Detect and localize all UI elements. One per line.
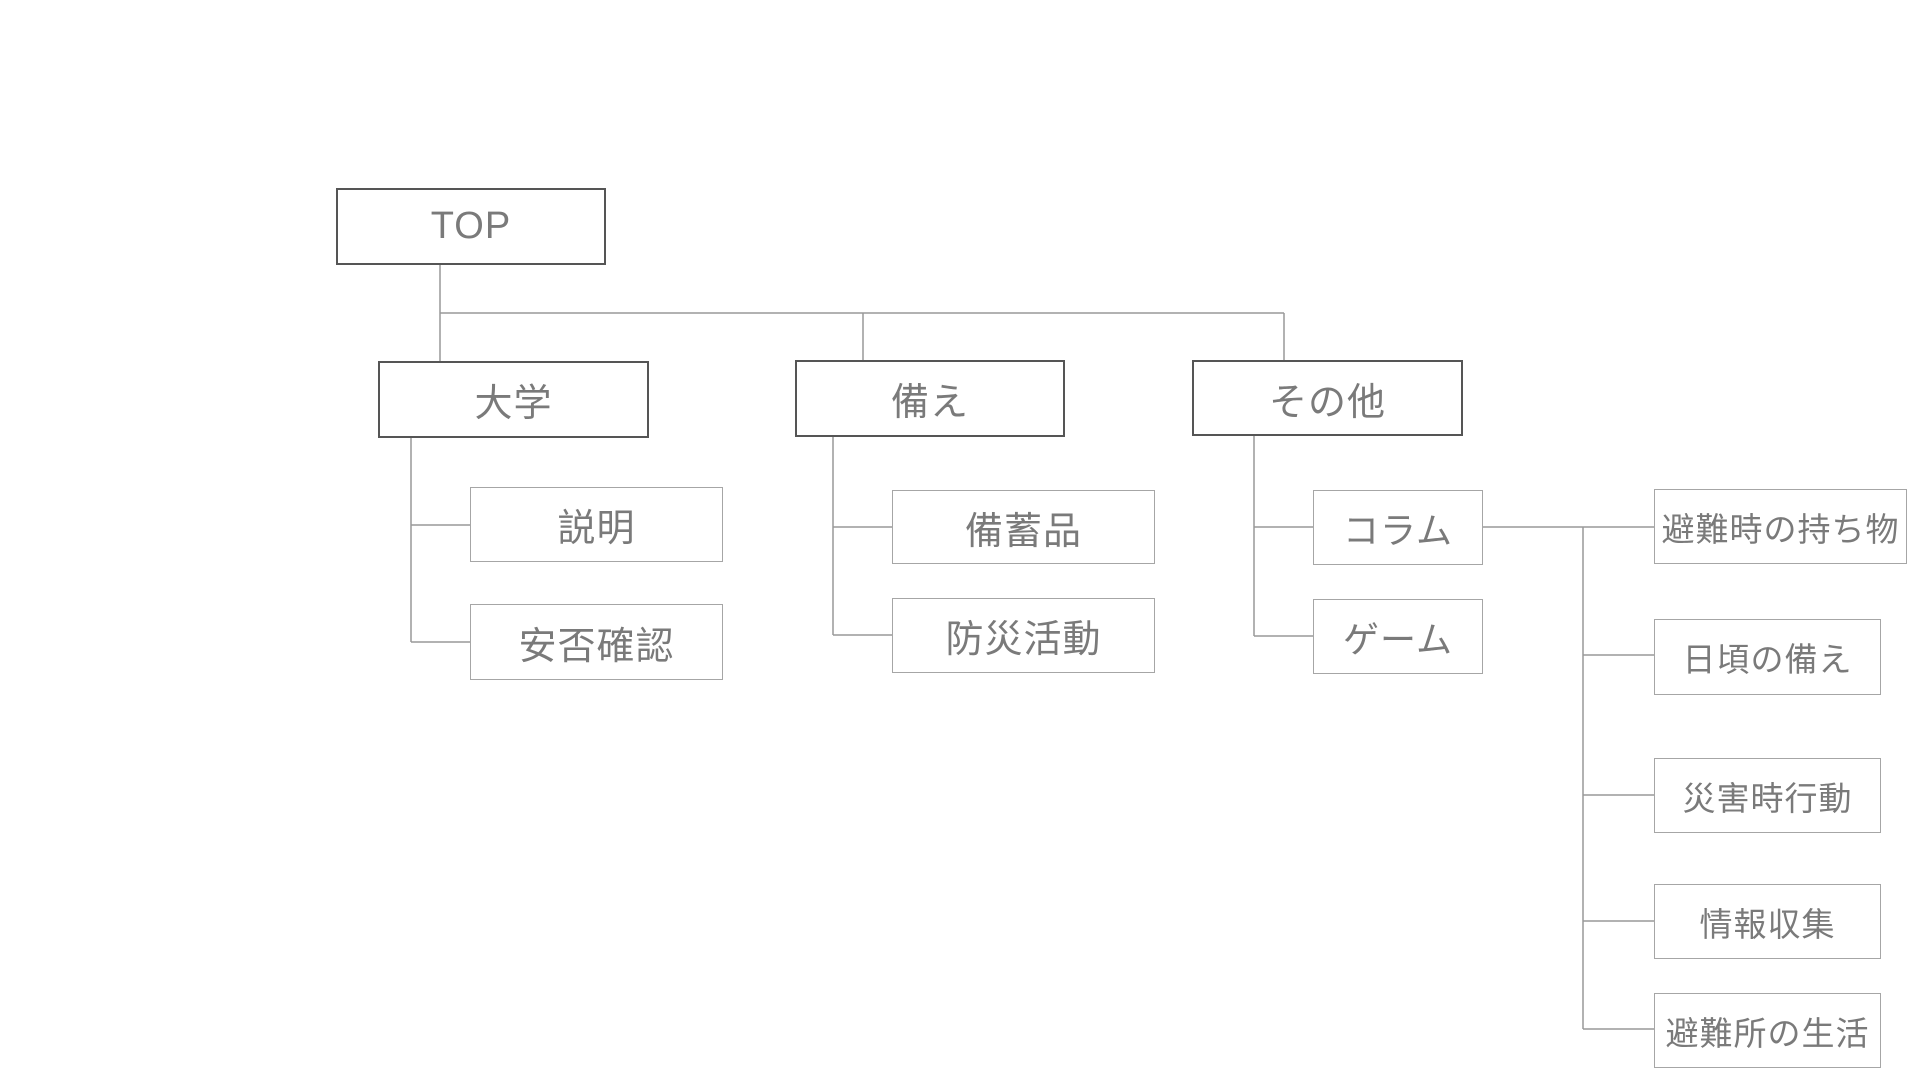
trunk-connector: [439, 265, 1285, 361]
node-explanation: 説明: [470, 487, 723, 562]
others-branch-connector: [1253, 436, 1313, 637]
node-others: その他: [1192, 360, 1463, 436]
node-disaster-prevention-activity: 防災活動: [892, 598, 1155, 673]
node-preparation: 備え: [795, 360, 1065, 437]
node-game: ゲーム: [1313, 599, 1483, 674]
node-safety-confirmation: 安否確認: [470, 604, 723, 680]
node-shelter-life: 避難所の生活: [1654, 993, 1881, 1068]
node-university: 大学: [378, 361, 649, 438]
node-information-gathering: 情報収集: [1654, 884, 1881, 959]
node-column: コラム: [1313, 490, 1483, 565]
node-disaster-action: 災害時行動: [1654, 758, 1881, 833]
university-branch-connector: [410, 438, 470, 643]
column-branch-connector: [1483, 526, 1654, 1030]
node-daily-preparation: 日頃の備え: [1654, 619, 1881, 695]
preparation-branch-connector: [832, 437, 892, 636]
node-top: TOP: [336, 188, 606, 265]
node-stockpile-items: 備蓄品: [892, 490, 1155, 564]
node-evacuation-belongings: 避難時の持ち物: [1654, 489, 1907, 564]
